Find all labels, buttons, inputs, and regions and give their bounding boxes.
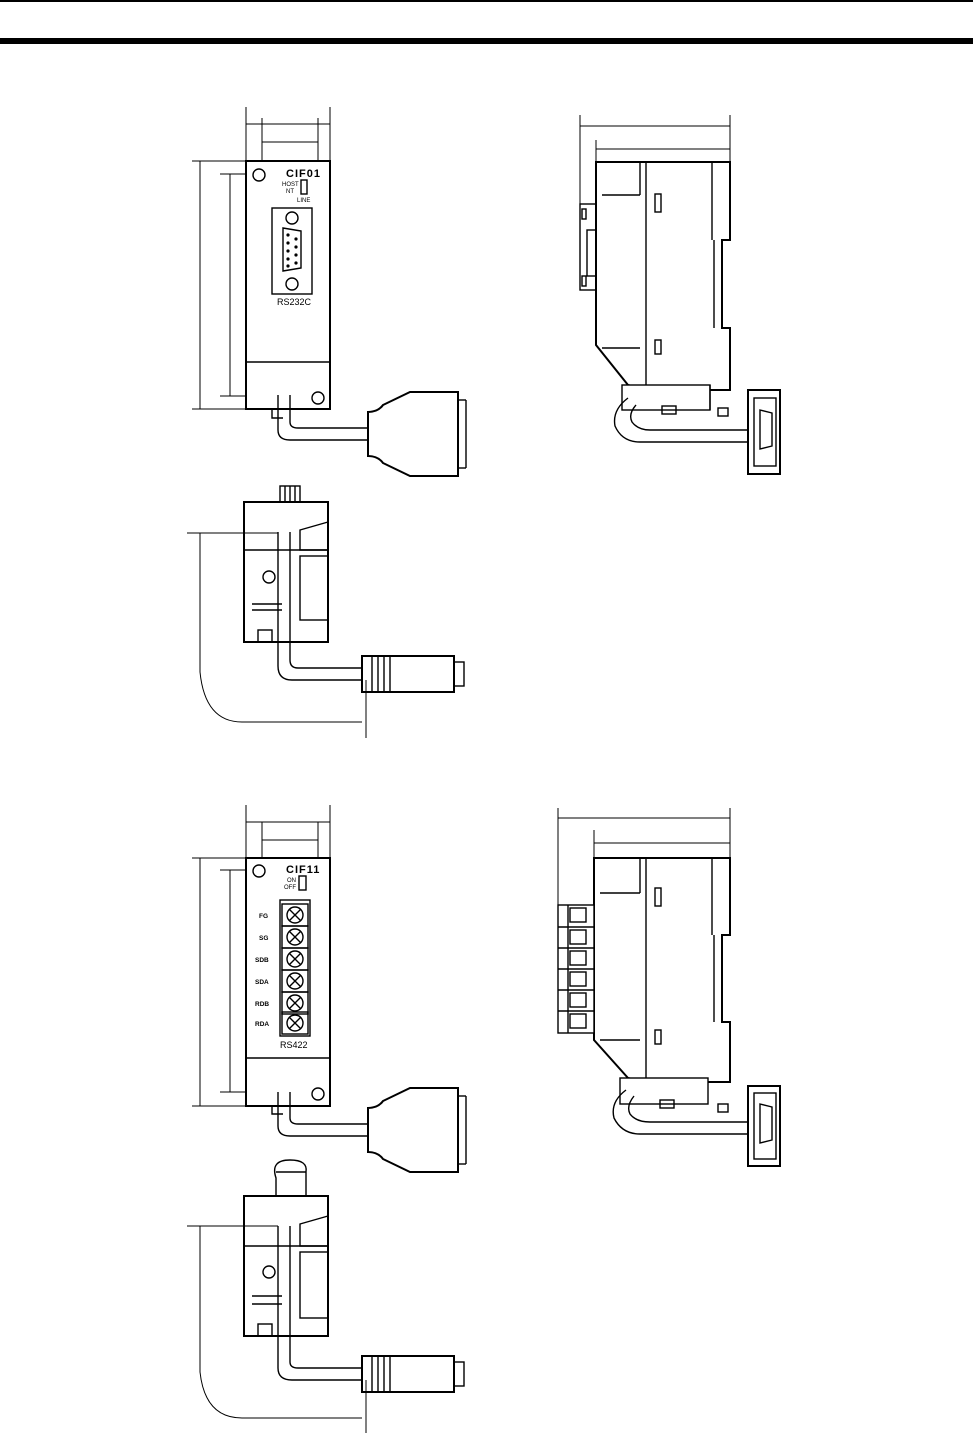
cif01-front-view: CIF01 HOST NT LINE RS232C [192,107,467,477]
cif11-model-label: CIF11 [286,864,320,876]
terminal-label-sdb: SDB [255,957,269,964]
terminal-label-sda: SDA [255,979,269,986]
terminal-label-rda: RDA [255,1021,269,1028]
cif11-terminals [281,903,309,1035]
cif11-dip-switch [298,875,307,891]
header-thin-rule [0,0,973,2]
cif01-model-label: CIF01 [286,168,321,180]
cif11-front-view: CIF11 ON OFF FG SG SDB [192,805,467,1173]
cif01-bottom-view [187,485,465,738]
cif11-port-label: RS422 [280,1040,308,1050]
cif01-switch-label-bottom: LINE [297,198,310,204]
cif01-dip-switch [300,179,308,195]
header-thick-rule [0,38,973,44]
cif01-side-view [579,115,781,475]
cif11-side-view [557,808,781,1167]
terminal-label-sg: SG [259,935,268,942]
terminal-label-rdb: RDB [255,1001,269,1008]
cif01-switch-label-top: HOST [282,182,299,188]
cif01-switch-label-mid: NT [286,189,294,195]
terminal-label-fg: FG [259,913,268,920]
cif11-switch-label-top: ON [287,878,296,884]
cif11-switch-label-bottom: OFF [284,885,296,891]
cif01-port-label: RS232C [277,297,312,307]
cif11-bottom-view [187,1159,465,1433]
